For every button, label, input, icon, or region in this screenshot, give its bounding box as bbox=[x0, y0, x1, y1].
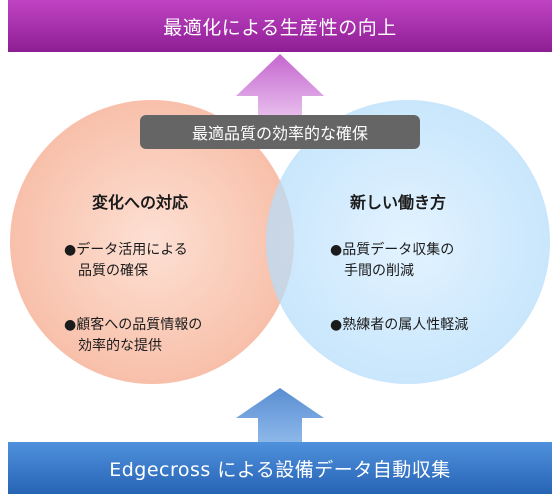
right-item-1: ●品質データ収集の 手間の削減 bbox=[330, 242, 455, 279]
right-item-2: ●熟練者の属人性軽減 bbox=[330, 317, 469, 333]
left-item-2: ●顧客への品質情報の 効率的な提供 bbox=[64, 317, 203, 354]
bottom-banner: Edgecross による設備データ自動収集 bbox=[8, 442, 552, 494]
bottom-banner-text: Edgecross による設備データ自動収集 bbox=[109, 458, 451, 481]
left-circle-heading: 変化への対応 bbox=[92, 193, 189, 212]
center-label: 最適品質の効率的な確保 bbox=[140, 115, 420, 149]
up-arrow-icon bbox=[236, 388, 324, 444]
top-banner-text: 最適化による生産性の向上 bbox=[163, 16, 397, 39]
left-item-1: ●データ活用による 品質の確保 bbox=[64, 242, 188, 279]
top-banner: 最適化による生産性の向上 bbox=[8, 0, 552, 52]
up-arrow-icon bbox=[236, 54, 324, 124]
right-circle-heading: 新しい働き方 bbox=[350, 193, 447, 212]
center-label-text: 最適品質の効率的な確保 bbox=[191, 124, 368, 143]
